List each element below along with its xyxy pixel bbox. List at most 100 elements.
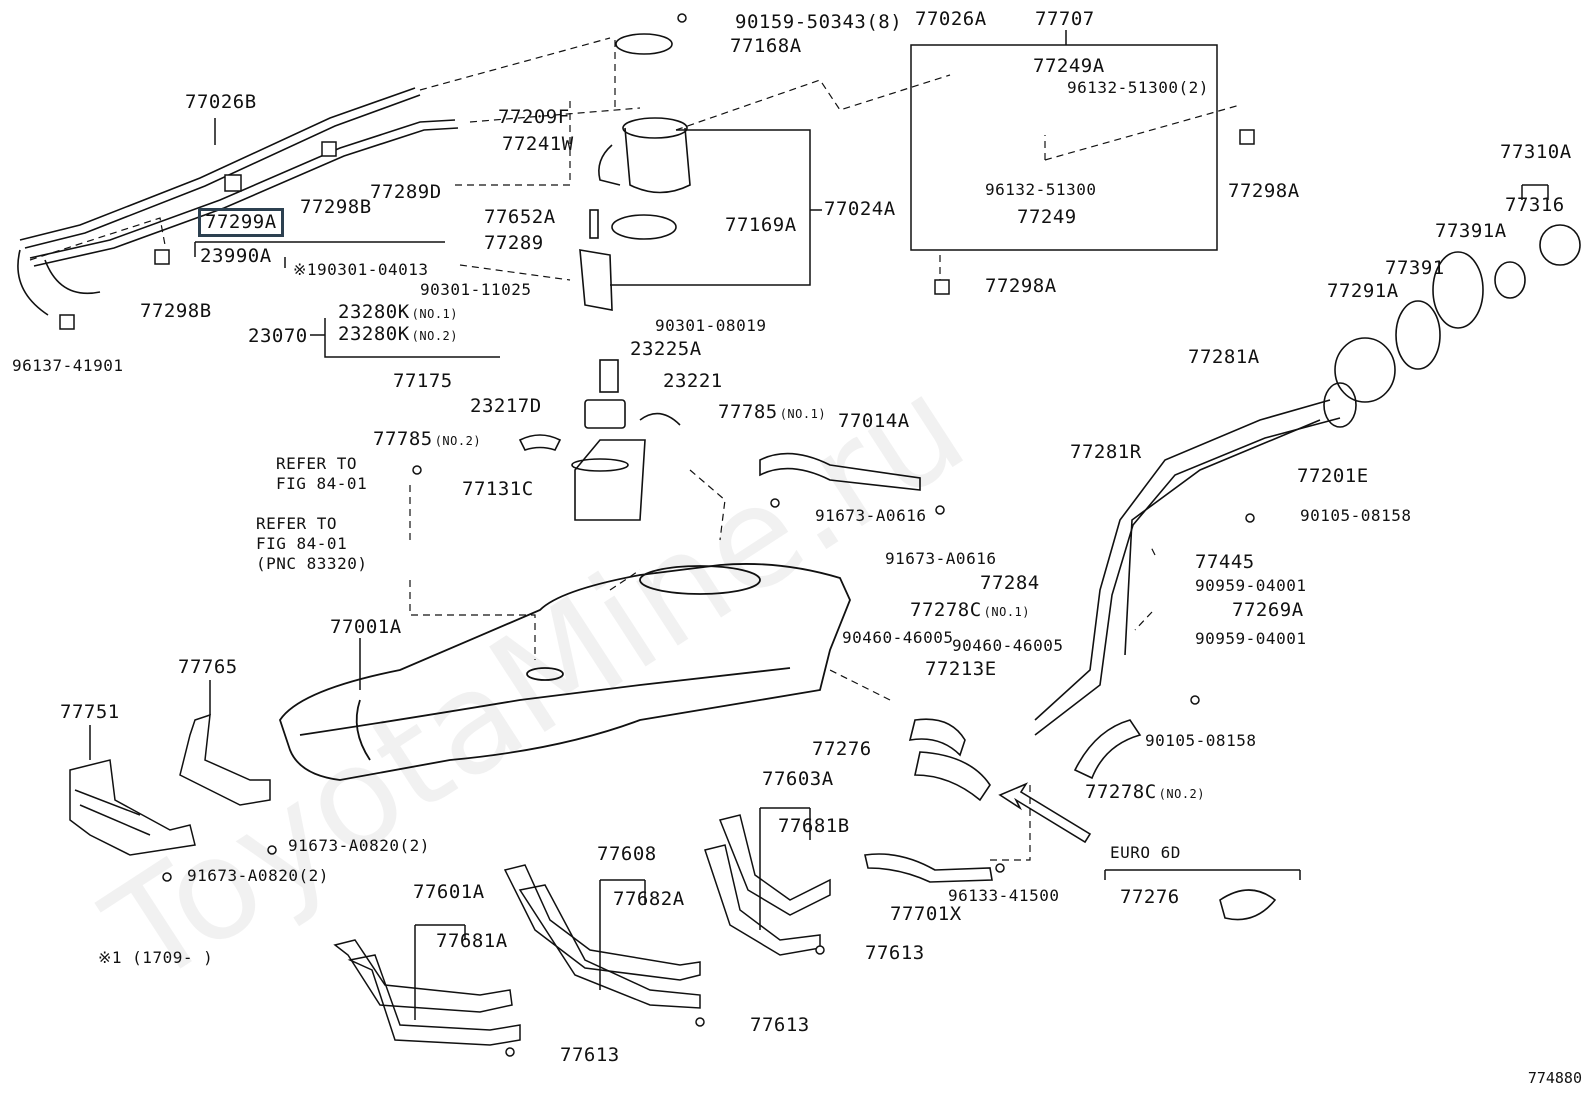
label-77681A: 77681A <box>436 930 508 952</box>
refer-to-1: REFER TO <box>276 454 358 473</box>
label-77278C-no1-sub: (NO.1) <box>983 605 1030 619</box>
label-77014A: 77014A <box>838 410 910 432</box>
label-77241W: 77241W <box>502 133 574 155</box>
label-77026A: 77026A <box>915 8 987 30</box>
label-90105-08158-1: 90105-08158 <box>1300 506 1412 525</box>
label-23280K-no2-sub: (NO.2) <box>411 329 458 343</box>
label-23990A: 23990A <box>200 245 272 267</box>
label-77601A: 77601A <box>413 881 485 903</box>
label-77652A: 77652A <box>484 206 556 228</box>
label-77284: 77284 <box>980 572 1040 594</box>
label-90301-04013: ※190301-04013 <box>293 260 429 279</box>
label-77299A-highlighted[interactable]: 77299A <box>198 208 284 237</box>
label-96132-51300-2: 96132-51300(2) <box>1067 78 1209 97</box>
bracket-77751 <box>69 759 196 856</box>
label-90460-46005-1: 90460-46005 <box>842 628 954 647</box>
label-77391: 77391 <box>1385 257 1445 279</box>
label-91673-A0820-2: 91673-A0820(2) <box>187 866 329 885</box>
fuel-pump-module <box>571 33 691 521</box>
refer-fig-2: FIG 84-01 <box>256 534 348 553</box>
label-77785-no1-sub: (NO.1) <box>779 407 827 421</box>
label-77681B: 77681B <box>778 815 850 837</box>
filler-neck-77201E <box>1034 224 1581 736</box>
label-77201E: 77201E <box>1297 465 1369 487</box>
label-77169A: 77169A <box>725 214 797 236</box>
label-90105-08158-2: 90105-08158 <box>1145 731 1257 750</box>
label-77316: 77316 <box>1505 194 1565 216</box>
euro-6d-label: EURO 6D <box>1110 843 1181 862</box>
label-77278C-no2-sub: (NO.2) <box>1158 787 1205 801</box>
label-77751: 77751 <box>60 701 120 723</box>
figure-number: 774880 <box>1527 1069 1582 1087</box>
label-96137-41901: 96137-41901 <box>12 356 124 375</box>
label-77276-1: 77276 <box>812 738 872 760</box>
label-77682A: 77682A <box>613 888 685 910</box>
label-77269A: 77269A <box>1232 599 1304 621</box>
strap-77601A <box>333 939 521 1046</box>
label-77391A: 77391A <box>1435 220 1507 242</box>
label-77298A-2: 77298A <box>985 275 1057 297</box>
bracket-77024A <box>610 129 811 286</box>
fasteners <box>59 13 1255 1057</box>
label-77765: 77765 <box>178 656 238 678</box>
label-77289D: 77289D <box>370 181 442 203</box>
strap-77603A <box>704 814 831 956</box>
label-77209F: 77209F <box>498 106 570 128</box>
label-90959-04001-2: 90959-04001 <box>1195 629 1307 648</box>
label-77613-1: 77613 <box>865 942 925 964</box>
label-77024A: 77024A <box>824 198 896 220</box>
fuel-line-77026B <box>17 87 459 316</box>
label-90301-11025: 90301-11025 <box>420 280 532 299</box>
label-23280K-no1-text: 23280K <box>338 301 410 323</box>
label-77785-no2-sub: (NO.2) <box>434 434 482 448</box>
label-91673-A0616-1: 91673-A0616 <box>815 506 927 525</box>
label-77131C: 77131C <box>462 478 534 500</box>
label-77613-2: 77613 <box>750 1014 810 1036</box>
label-96133-41500: 96133-41500 <box>948 886 1060 905</box>
label-91673-A0820-1: 91673-A0820(2) <box>288 836 430 855</box>
label-77276-2: 77276 <box>1120 886 1180 908</box>
label-77026B: 77026B <box>185 91 257 113</box>
hoses <box>518 412 1277 921</box>
label-77310A: 77310A <box>1500 141 1572 163</box>
label-77213E: 77213E <box>925 658 997 680</box>
label-77445: 77445 <box>1195 551 1255 573</box>
label-77001A: 77001A <box>330 616 402 638</box>
label-23280K-no2-text: 23280K <box>338 323 410 345</box>
label-77249: 77249 <box>1017 206 1077 228</box>
label-23280K-no2: 23280K(NO.2) <box>338 325 458 344</box>
label-77785-no2: 77785(NO.2) <box>373 430 481 449</box>
label-90159-50343: 90159-50343(8) <box>735 11 903 33</box>
label-23225A: 23225A <box>630 338 702 360</box>
refer-fig-1: FIG 84-01 <box>276 474 368 493</box>
label-77278C-no1: 77278C(NO.1) <box>910 601 1030 620</box>
refer-to-2: REFER TO <box>256 514 338 533</box>
label-90460-46005-2: 90460-46005 <box>952 636 1064 655</box>
label-77613-3: 77613 <box>560 1044 620 1066</box>
label-96132-51300: 96132-51300 <box>985 180 1097 199</box>
label-77785-no2-text: 77785 <box>373 428 433 450</box>
footnote-note: ※1 (1709- ) <box>98 948 214 967</box>
label-77785-no1: 77785(NO.1) <box>718 403 826 422</box>
label-23217D: 23217D <box>470 395 542 417</box>
label-77785-no1-text: 77785 <box>718 401 778 423</box>
direction-arrow <box>998 782 1092 844</box>
label-77278C-no2-text: 77278C <box>1085 781 1157 803</box>
label-77291A: 77291A <box>1327 280 1399 302</box>
label-23221: 23221 <box>663 370 723 392</box>
label-77608: 77608 <box>597 843 657 865</box>
label-23280K-no1: 23280K(NO.1) <box>338 303 458 322</box>
label-77701X: 77701X <box>890 903 962 925</box>
label-77289: 77289 <box>484 232 544 254</box>
label-23070: 23070 <box>248 325 308 347</box>
label-77249A: 77249A <box>1033 55 1105 77</box>
label-23280K-no1-sub: (NO.1) <box>411 307 458 321</box>
label-77175: 77175 <box>393 370 453 392</box>
label-77298B-1: 77298B <box>300 196 372 218</box>
label-77707: 77707 <box>1035 8 1095 30</box>
label-90301-08019: 90301-08019 <box>655 316 767 335</box>
refer-pnc-2: (PNC 83320) <box>256 554 368 573</box>
label-77603A: 77603A <box>762 768 834 790</box>
strap-77608 <box>503 864 701 1009</box>
label-77281A: 77281A <box>1188 346 1260 368</box>
